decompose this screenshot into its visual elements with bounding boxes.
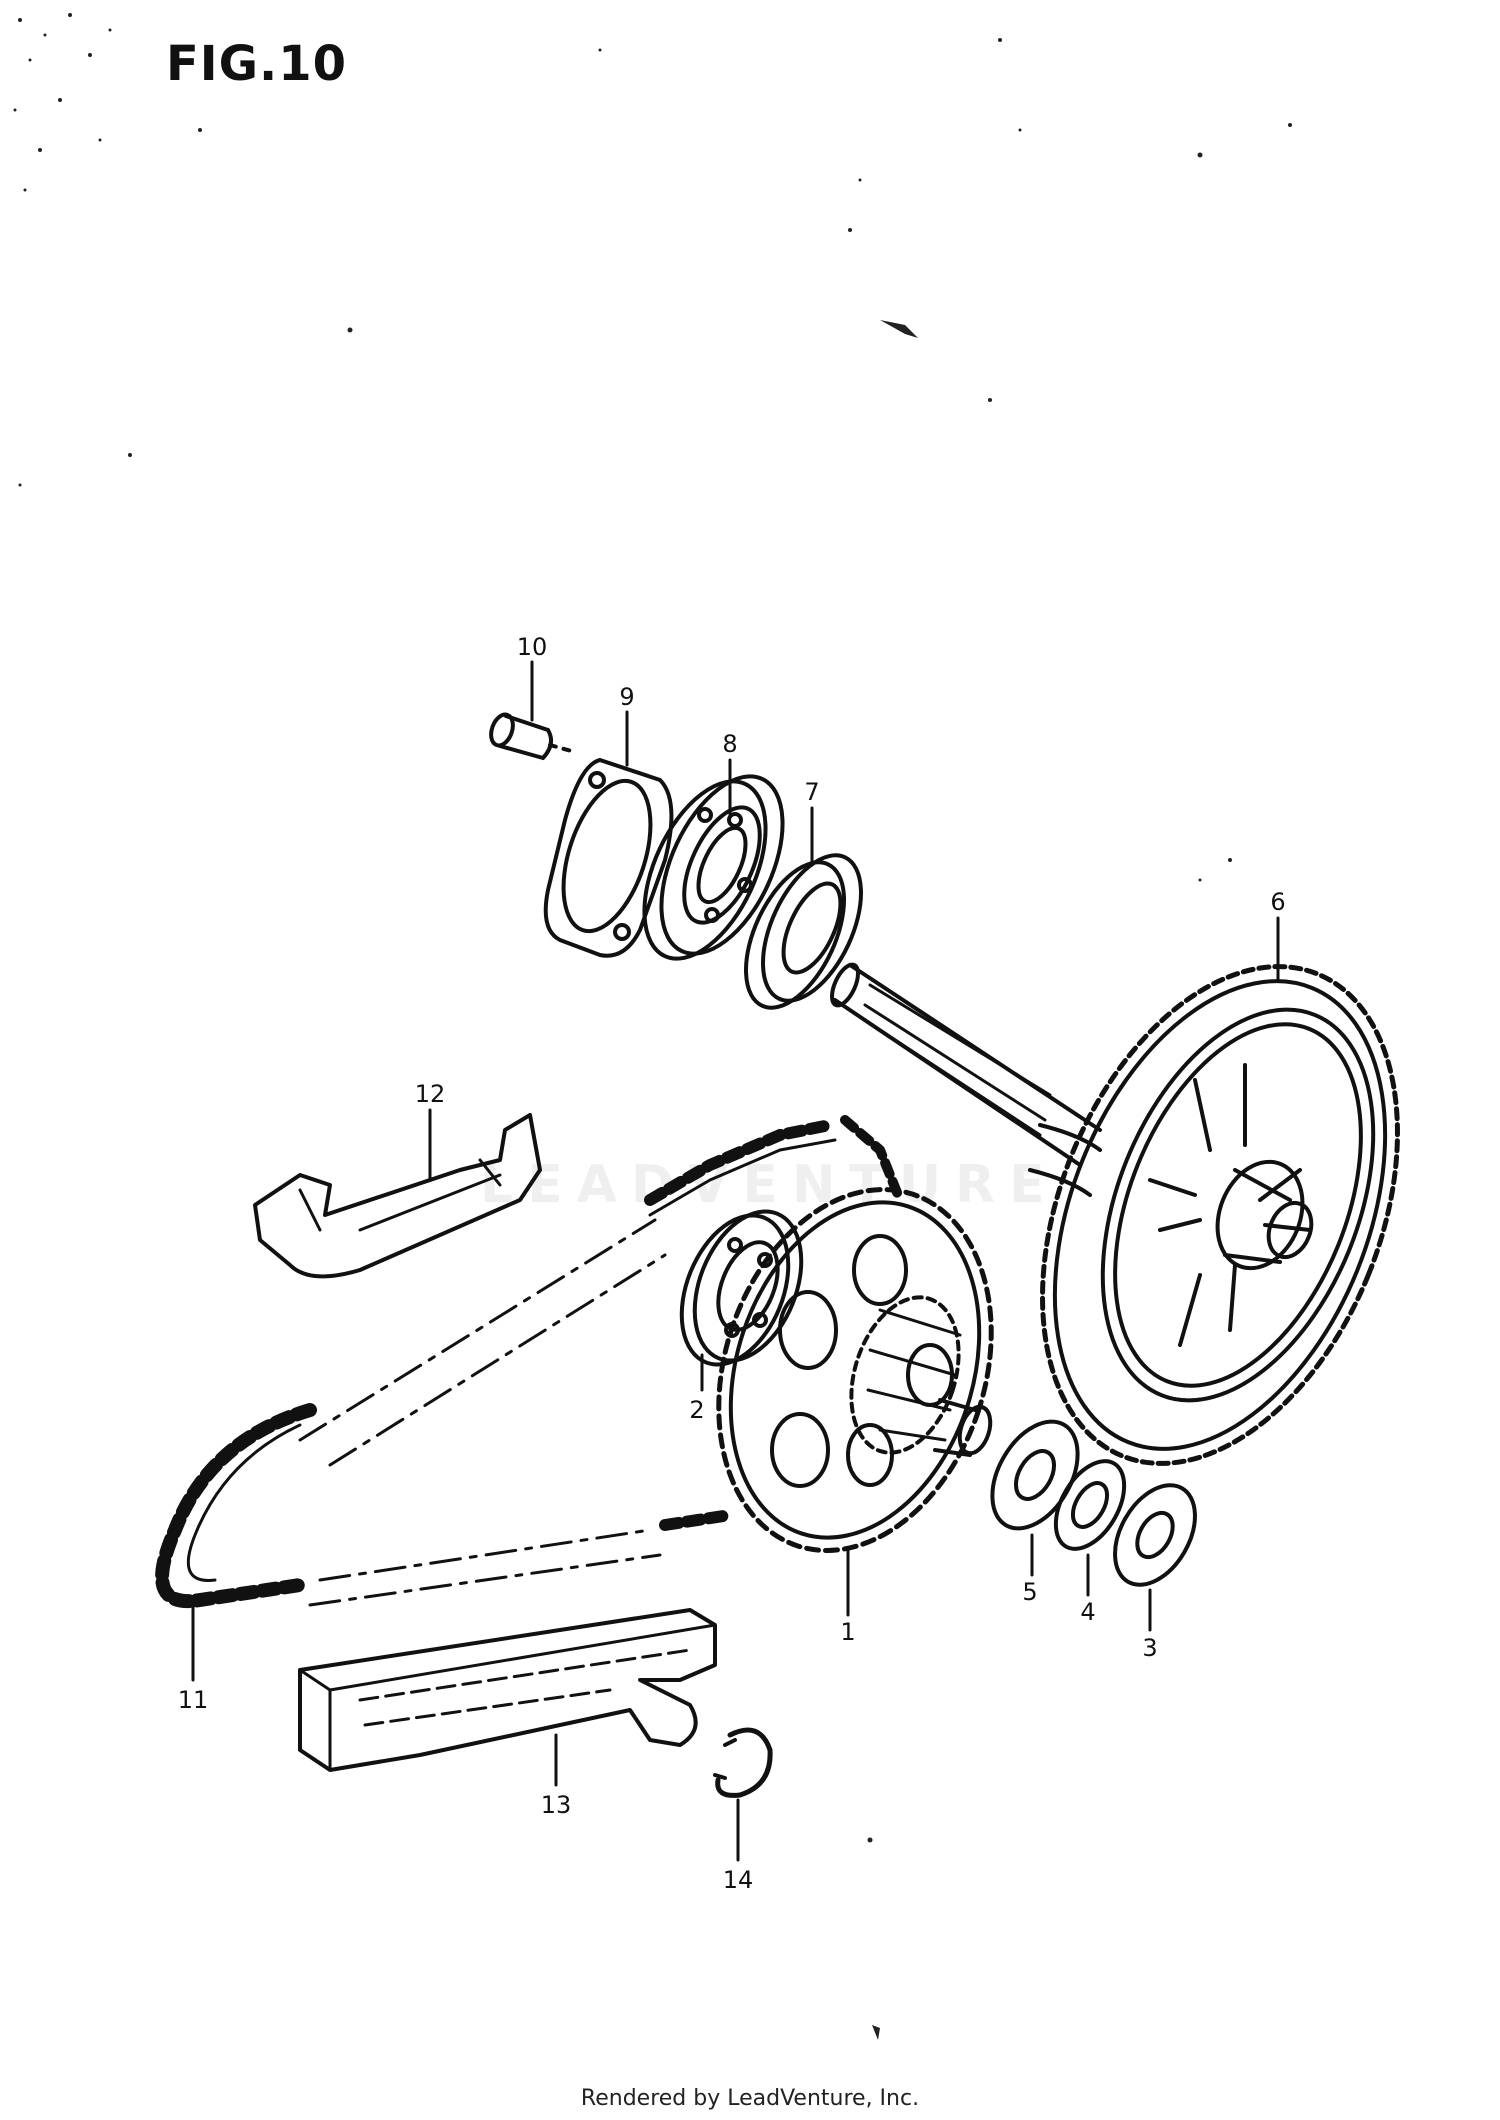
callout-13: 13	[541, 1791, 572, 1819]
part-7-seal	[744, 853, 863, 1010]
callout-5: 5	[1022, 1578, 1037, 1606]
watermark: LEADVENTURE	[480, 1155, 1059, 1215]
callout-labels: 10 9 8 7 6 12 2 1 5 4 3 11 13 14	[178, 633, 1286, 1894]
footer-credit: Rendered by LeadVenture, Inc.	[580, 2086, 920, 2111]
part-3-washer	[1113, 1483, 1197, 1587]
callout-14: 14	[723, 1866, 754, 1894]
callout-4: 4	[1080, 1598, 1095, 1626]
part-11-chain	[155, 1115, 905, 1609]
callout-11: 11	[178, 1686, 209, 1714]
callout-12: 12	[415, 1080, 446, 1108]
callout-2: 2	[689, 1396, 704, 1424]
callout-7: 7	[804, 778, 819, 806]
part-9-gasket	[543, 758, 674, 958]
figure-title: FIG.10	[166, 36, 348, 92]
scan-noise	[13, 13, 1292, 2040]
part-6-gear	[1040, 964, 1400, 1466]
part-12-guide	[253, 1113, 542, 1279]
part-13-rail	[298, 1608, 717, 1772]
part-10-bolt	[489, 712, 577, 760]
callout-1: 1	[840, 1618, 855, 1646]
part-8-bearing	[642, 774, 785, 961]
callout-6: 6	[1270, 888, 1285, 916]
part-2-bearing	[679, 1209, 804, 1367]
callout-9: 9	[619, 683, 634, 711]
part-4-washer	[1053, 1459, 1127, 1551]
leader-lines	[191, 660, 1280, 1862]
part-14-circlip	[713, 1727, 773, 1798]
part-1-sprocket	[716, 1187, 994, 1553]
callout-10: 10	[517, 633, 548, 661]
callout-8: 8	[722, 730, 737, 758]
callout-3: 3	[1142, 1634, 1157, 1662]
shaft	[830, 962, 1102, 1197]
